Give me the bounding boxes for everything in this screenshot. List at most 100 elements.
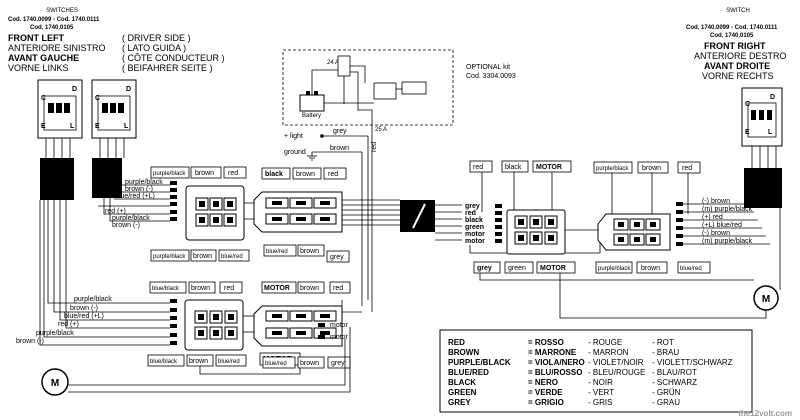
left-header: SWITCHES Cod. 1740.0099 - Cod. 1740.0111… xyxy=(8,8,225,73)
left-switch-1-pin-d: D xyxy=(72,86,77,93)
cra-bottom-tag: MOTOR xyxy=(540,265,566,272)
crb-top-1: purple/black xyxy=(596,166,629,172)
crb-bottom-1: purple/black xyxy=(598,266,631,272)
right-switch-pin-c: C xyxy=(745,101,750,108)
power-ground: + light grey ground brown red xyxy=(284,125,378,312)
right-motor-symbol: M xyxy=(762,294,770,305)
right-switch-title: SWITCH xyxy=(726,8,750,14)
cra-top-tag: MOTOR xyxy=(536,164,562,171)
legend-en-1: RED xyxy=(448,338,465,347)
left-motor-icon xyxy=(41,368,69,396)
cbm-top-2: red xyxy=(333,285,343,292)
door-wire-2: red xyxy=(465,210,476,217)
door-harness xyxy=(342,199,462,241)
left-lower-label-3: blue/red (+L) xyxy=(64,313,104,320)
light-label: + light xyxy=(284,133,303,140)
optional-kit-label: OPTIONAL kit xyxy=(466,64,510,71)
cbl-bottom-3: blue/red xyxy=(218,359,240,365)
legend-de-1: - ROT xyxy=(652,338,674,347)
left-lower-label-1: purple/black xyxy=(74,296,112,303)
legend-row: PURPLE/BLACK = VIOLA/NERO - VIOLET/NOIR … xyxy=(448,358,733,367)
ctl-bottom-1: purple/black xyxy=(153,254,186,260)
left-switch-2-pin-d: D xyxy=(126,86,131,93)
left-side-note-4: ( BEIFAHRER SEITE ) xyxy=(122,63,213,73)
right-wire-label-2: (m) purple/black xyxy=(702,206,753,213)
fuse-label: 25 A xyxy=(375,127,387,133)
watermark-text: the12volt.com xyxy=(738,409,792,418)
right-side-name-1: FRONT RIGHT xyxy=(704,41,766,51)
ctm-top-2: brown xyxy=(296,171,315,178)
ground-label: ground xyxy=(284,149,306,156)
crb-bottom-3: blue/red xyxy=(680,266,702,272)
legend-it-5: = NERO xyxy=(528,378,558,387)
ctl-top-1: purple/black xyxy=(153,171,186,177)
battery-label: Battery xyxy=(302,113,321,119)
left-switch-1-pin-e: E xyxy=(41,123,46,130)
cra-top-2: black xyxy=(505,164,522,171)
ctm-top-3: red xyxy=(328,171,338,178)
cbl-bottom-2: brown xyxy=(189,358,208,365)
legend-it-4: = BLU/ROSSO xyxy=(528,368,582,377)
left-switch-1: C D E L xyxy=(37,79,83,200)
left-lower-wires: purple/black brown (-) blue/red (+L) red… xyxy=(16,200,177,346)
left-motor: M xyxy=(41,368,69,396)
left-switch-1-pin-c: C xyxy=(41,95,46,102)
legend-fr-5: - NOIR xyxy=(588,378,613,387)
left-switch-1-pin-l: L xyxy=(70,123,75,130)
connector-top-mid: black brown red blue/red brown grey xyxy=(244,167,350,263)
left-lower-label-6: brown (-) xyxy=(16,338,44,345)
legend-row: GREY = GRIGIO - GRIS - GRAU xyxy=(448,398,680,407)
legend-en-2: BROWN xyxy=(448,348,479,357)
left-switch-wires: purple/black brown (-) blue/red (+L) red… xyxy=(98,179,177,229)
left-switch-1-plug xyxy=(40,158,74,200)
left-lower-label-2: brown (-) xyxy=(70,305,98,312)
optional-kit-code: Cod. 3304.0093 xyxy=(466,73,516,80)
right-codes-line2: Cod. 1740.0105 xyxy=(710,33,754,39)
left-codes-line1: Cod. 1740.0099 - Cod. 1740.0111 xyxy=(8,17,100,23)
left-side-note-1: ( DRIVER SIDE ) xyxy=(122,33,191,43)
door-wire-6: motor xyxy=(465,238,485,245)
door-wires: grey red black green motor motor xyxy=(465,203,601,254)
left-motor-symbol: M xyxy=(51,378,59,389)
legend-fr-6: - VERT xyxy=(588,388,614,397)
legend-de-2: - BRAU xyxy=(652,348,679,357)
right-switch-pin-d: D xyxy=(770,94,775,101)
left-lower-label-5: purple/black xyxy=(36,330,74,337)
legend-fr-2: - MARRON xyxy=(588,348,629,357)
right-header: SWITCH Cod. 1740.0099 - Cod. 1740.0111 C… xyxy=(686,8,787,81)
cbm-bottom-3: grey xyxy=(331,360,345,367)
left-wire-label-3: blue/red (+L) xyxy=(115,193,155,200)
ctl-bottom-2: brown xyxy=(193,253,212,260)
crb-top-2: brown xyxy=(642,165,661,172)
cra-bottom-1: grey xyxy=(477,265,492,272)
legend-it-2: = MARRONE xyxy=(528,348,577,357)
cbm-top-1: brown xyxy=(300,285,319,292)
right-side-name-3: AVANT DROITE xyxy=(704,61,770,71)
ctl-bottom-3: blue/red xyxy=(221,254,243,260)
cbm-top-tag: MOTOR xyxy=(264,285,290,292)
left-side-note-3: ( CÔTE CONDUCTEUR ) xyxy=(122,53,225,63)
red-wire-label: red xyxy=(371,142,378,152)
legend-en-4: BLUE/RED xyxy=(448,368,489,377)
legend-fr-3: - VIOLET/NOIR xyxy=(588,358,644,367)
legend-fr-1: - ROUGE xyxy=(588,338,622,347)
left-wire-label-5: purple/black xyxy=(112,215,150,222)
optional-kit: Battery 24 A OPTIONAL kit Cod. 3304.0093… xyxy=(282,49,516,133)
legend-de-6: - GRÜN xyxy=(652,388,681,397)
left-switch-2-pin-c: C xyxy=(95,95,100,102)
door-wire-4: green xyxy=(465,224,484,231)
door-grommet xyxy=(400,200,435,232)
ctm-top-1: black xyxy=(265,171,283,178)
left-side-name-2: ANTERIORE SINISTRO xyxy=(8,43,106,53)
legend-de-4: - BLAU/ROT xyxy=(652,368,697,377)
left-switch-2-plug xyxy=(92,158,122,198)
legend-row: BROWN = MARRONE - MARRON - BRAU xyxy=(448,348,679,357)
left-lower-label-4: red (+) xyxy=(58,321,79,328)
relay-icon xyxy=(337,55,351,77)
cbm-bottom-1: blue/red xyxy=(265,361,287,367)
connector-bottom-mid: MOTOR brown red motor motor blue/red bro… xyxy=(68,281,362,393)
ctm-bottom-2: brown xyxy=(300,248,319,255)
crb-top-3: red xyxy=(682,165,692,172)
cbl-top-1: blue/black xyxy=(152,286,180,292)
right-wire-label-5: (-) brown xyxy=(702,230,730,237)
